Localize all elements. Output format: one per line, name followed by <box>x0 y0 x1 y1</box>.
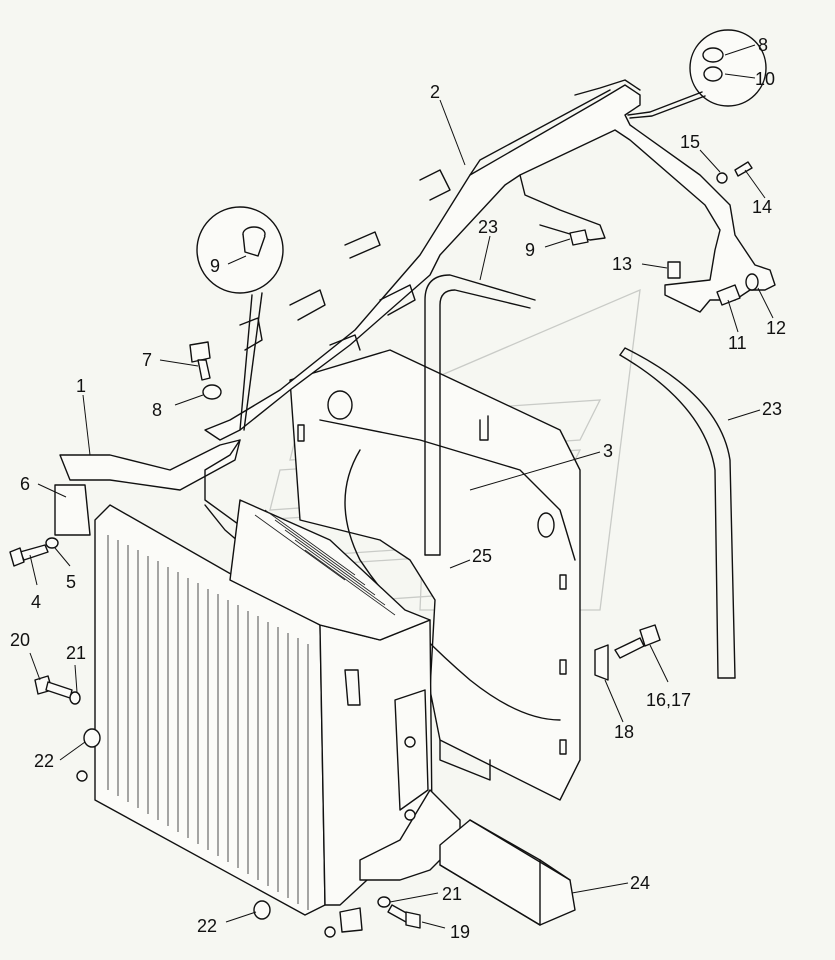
callout-14: 14 <box>752 197 772 217</box>
callout-20: 20 <box>10 630 30 650</box>
spacer-22 <box>83 728 101 748</box>
callout-8: 8 <box>152 400 162 420</box>
leader-lines <box>29 44 774 929</box>
seal-strip-right <box>619 347 736 679</box>
radiator <box>76 499 461 938</box>
bolt-11 <box>716 284 741 306</box>
callout-9-detail: 9 <box>210 256 220 276</box>
bolt-20 <box>34 675 73 699</box>
bolt-16-17 <box>614 624 661 659</box>
washer-12 <box>745 273 759 291</box>
plate-18 <box>594 644 609 681</box>
seal-strip-left <box>424 274 536 556</box>
lower-support-bracket <box>439 819 576 926</box>
callout-21-lower: 21 <box>442 884 462 904</box>
callout-11: 11 <box>728 333 747 353</box>
callout-7: 7 <box>142 350 152 370</box>
callout-10: 10 <box>755 69 775 89</box>
nut-13 <box>667 261 681 279</box>
nut-9 <box>569 229 589 246</box>
support-frame <box>204 79 776 441</box>
detail-circle-8-10 <box>627 29 767 119</box>
washer-15 <box>716 172 728 184</box>
callout-9: 9 <box>525 240 535 260</box>
callout-4: 4 <box>31 592 41 612</box>
washer-8 <box>202 384 222 400</box>
bolt-14 <box>734 161 753 177</box>
callout-15: 15 <box>680 132 700 152</box>
washer-21 <box>69 691 81 705</box>
callout-18: 18 <box>614 722 634 742</box>
callout-13: 13 <box>612 254 632 274</box>
callout-22-lower: 22 <box>197 916 217 936</box>
callout-labels: 1 2 3 4 5 6 7 8 8 9 9 10 11 12 13 14 15 … <box>10 35 786 942</box>
callout-6: 6 <box>20 474 30 494</box>
washer-21-lower <box>377 896 391 908</box>
callout-19: 19 <box>450 922 470 942</box>
washer-5 <box>45 537 59 549</box>
callout-1: 1 <box>76 376 86 396</box>
callout-23-right: 23 <box>762 399 782 419</box>
spacer-22-lower <box>253 900 271 920</box>
callout-22: 22 <box>34 751 54 771</box>
bolt-19 <box>387 904 421 929</box>
callout-25: 25 <box>472 546 492 566</box>
callout-2: 2 <box>430 82 440 102</box>
callout-21: 21 <box>66 643 86 663</box>
bolt-7 <box>189 341 211 381</box>
detail-circle-9 <box>196 206 284 431</box>
callout-5: 5 <box>66 572 76 592</box>
bolt-4 <box>9 544 49 567</box>
callout-16-17: 16,17 <box>646 690 691 710</box>
callout-24: 24 <box>630 873 650 893</box>
fan-shroud <box>289 349 581 801</box>
callout-3: 3 <box>603 441 613 461</box>
callout-23: 23 <box>478 217 498 237</box>
callout-8-detail: 8 <box>758 35 768 55</box>
callout-12: 12 <box>766 318 786 338</box>
